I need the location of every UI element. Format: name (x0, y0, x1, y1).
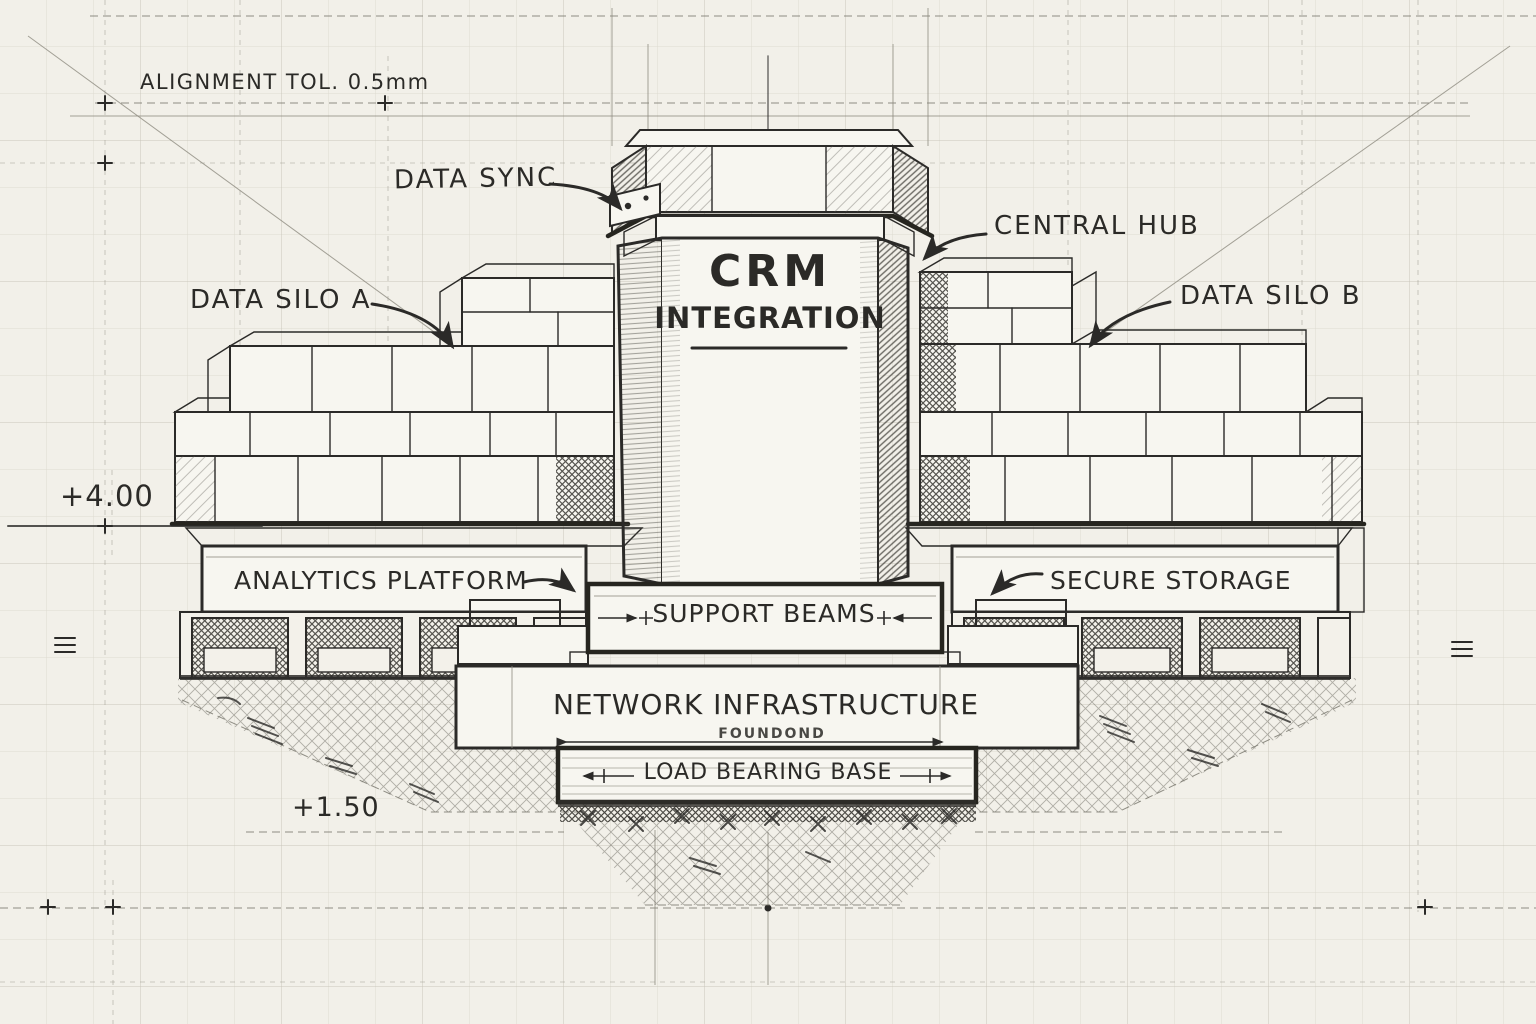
label-data-sync: DATA SYNC (393, 162, 558, 196)
data-sync-arrow (548, 182, 623, 212)
analytics-platform-arrow (522, 567, 577, 593)
support-beams-assembly (457, 581, 1079, 667)
label-elevation-upper: +4.00 (60, 479, 154, 513)
label-elevation-lower: +1.50 (292, 792, 380, 823)
secure-storage-arrow (990, 569, 1044, 596)
label-support-beams: SUPPORT BEAMS (652, 599, 876, 628)
label-data-silo-a: DATA SILO A (190, 285, 372, 315)
label-load-bearing-base: LOAD BEARING BASE (643, 760, 893, 785)
elevation-marks (7, 470, 263, 560)
network-infrastructure-box (454, 664, 1080, 750)
support-dim-marks (598, 611, 932, 625)
left-edge-mark (54, 637, 76, 653)
annotation-arrows (370, 182, 1172, 596)
data-silo-a-arrow (370, 302, 455, 350)
label-alignment-tolerance: ALIGNMENT TOL. 0.5mm (140, 70, 430, 94)
central-tower (605, 129, 935, 586)
label-secure-storage: SECURE STORAGE (1050, 566, 1292, 595)
load-bearing-base-assembly (555, 745, 979, 807)
label-central-hub: CENTRAL HUB (994, 211, 1200, 241)
base-dim-marks (582, 769, 952, 783)
label-data-silo-b: DATA SILO B (1180, 281, 1362, 311)
label-title-line2: INTEGRATION (654, 301, 886, 335)
right-edge-mark (1451, 641, 1473, 657)
data-silo-b-arrow (1088, 300, 1172, 349)
network-infrastructure-assembly (454, 664, 1080, 750)
label-title-line1: CRM (709, 246, 831, 297)
label-foundation-note: FOUNDOND (718, 726, 826, 742)
label-network-infrastructure: NETWORK INFRASTRUCTURE (552, 688, 980, 721)
label-analytics-platform: ANALYTICS PLATFORM (234, 566, 528, 595)
right-silo-masonry (904, 257, 1367, 547)
left-silo-masonry (169, 263, 644, 547)
central-hub-arrow (922, 232, 988, 261)
